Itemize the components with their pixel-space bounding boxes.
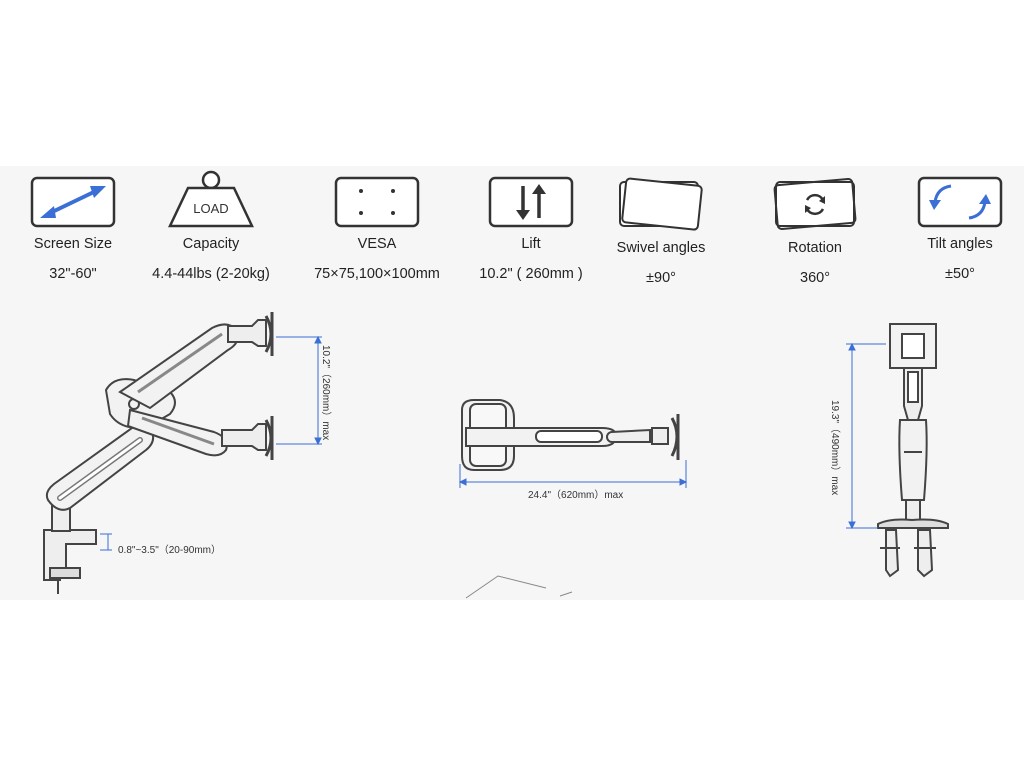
diagonal-arrow-icon <box>30 176 116 228</box>
spec-label: Lift <box>521 236 541 252</box>
lift-arrows-icon <box>488 176 574 228</box>
spec-swivel: Swivel angles ±90° <box>591 176 731 286</box>
spec-label: VESA <box>357 236 397 252</box>
spec-value: 75×75,100×100mm <box>314 266 440 282</box>
vesa-plate-icon <box>334 176 420 228</box>
height-dimension-label: 19.3"（490mm）max <box>829 400 840 496</box>
swivel-icon <box>619 177 703 231</box>
spec-tilt: Tilt angles ±50° <box>890 176 1024 282</box>
spec-value: 32"-60" <box>49 266 97 282</box>
spec-label: Screen Size <box>33 236 113 252</box>
spec-value: ±50° <box>945 266 975 282</box>
side-view-diagram <box>43 312 274 594</box>
spec-label: Rotation <box>787 240 842 256</box>
box-sketch <box>465 575 573 599</box>
weight-icon: LOAD <box>168 170 254 228</box>
clamp-dimension-label: 0.8"~3.5"（20-90mm） <box>118 545 221 556</box>
spec-rotation: Rotation 360° <box>745 176 885 286</box>
spec-value: ±90° <box>646 270 676 286</box>
spec-label: Swivel angles <box>616 240 706 256</box>
weight-icon-text: LOAD <box>193 201 228 216</box>
spec-label: Capacity <box>182 236 240 252</box>
spec-value: 10.2" ( 260mm ) <box>479 266 583 282</box>
front-view-diagram <box>877 323 949 578</box>
rotation-icon <box>773 178 857 230</box>
top-view-diagram <box>461 399 680 471</box>
lift-dimension-label: 10.2"（260mm）max <box>320 345 331 441</box>
spec-vesa: VESA 75×75,100×100mm <box>307 176 447 282</box>
clamp-dimension-line <box>100 533 112 551</box>
spec-capacity: LOAD Capacity 4.4-44lbs (2-20kg) <box>141 170 281 282</box>
tilt-icon <box>917 176 1003 228</box>
lift-dimension-line <box>276 335 322 446</box>
extension-dimension-line <box>458 460 688 488</box>
spec-value: 4.4-44lbs (2-20kg) <box>152 266 270 282</box>
spec-screen-size: Screen Size 32"-60" <box>3 176 143 282</box>
spec-lift: Lift 10.2" ( 260mm ) <box>461 176 601 282</box>
spec-label: Tilt angles <box>927 236 993 252</box>
extension-dimension-label: 24.4"（620mm）max <box>528 490 624 501</box>
spec-value: 360° <box>800 270 830 286</box>
height-dimension-line <box>846 342 886 530</box>
